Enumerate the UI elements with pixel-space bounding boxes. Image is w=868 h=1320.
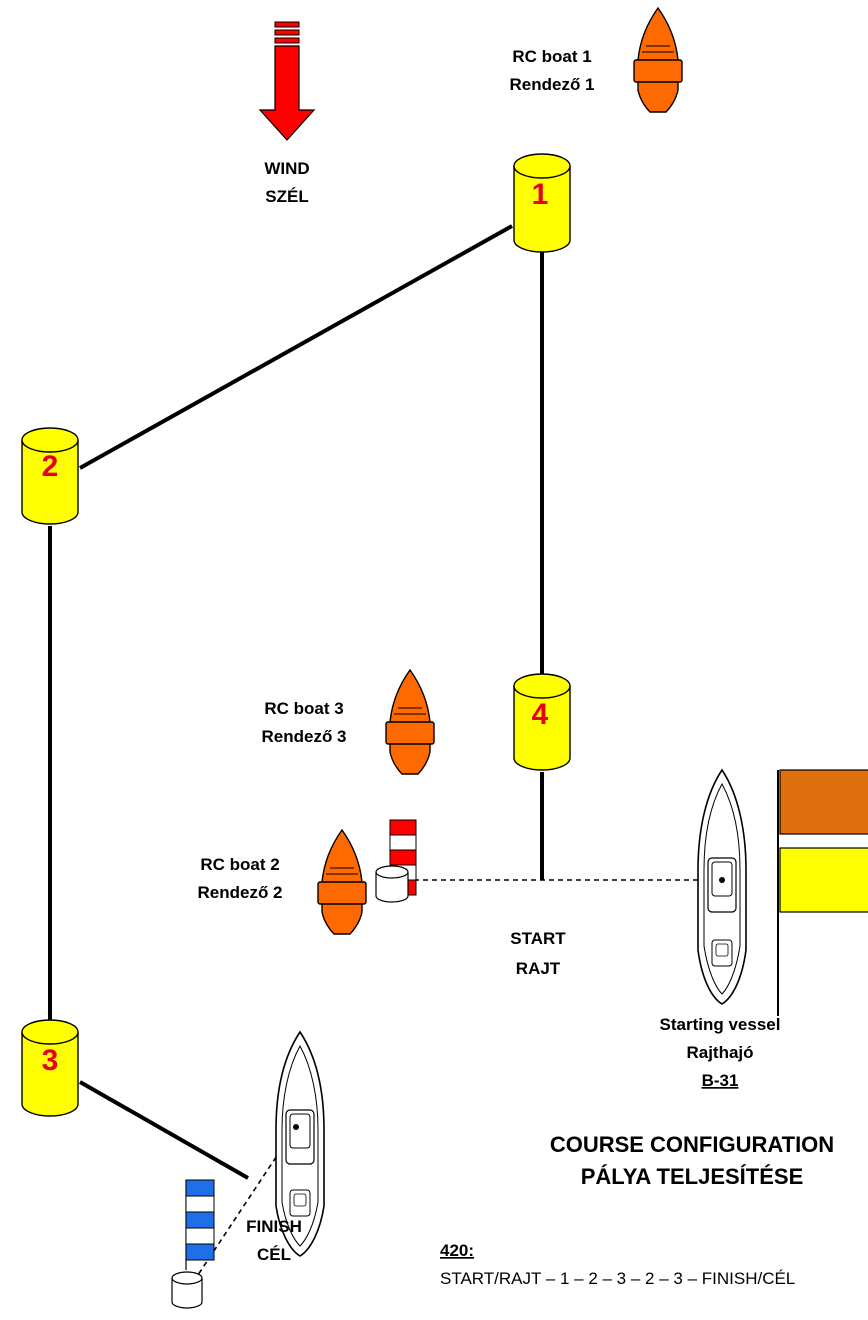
rc-boat-2-icon (317, 828, 367, 935)
starting-vessel-icon (697, 768, 747, 1005)
leg-3-finish (79, 1080, 249, 1180)
finish-label: FINISH (246, 1217, 302, 1236)
finish-pin-flag-icon (171, 1179, 215, 1309)
start-label: START (510, 929, 566, 948)
rc-boat-3-label: RC boat 3 (264, 699, 343, 718)
mark-1-buoy-icon (513, 153, 571, 253)
rc-boat-3-icon (385, 668, 435, 775)
leg-1-2 (79, 224, 513, 470)
start-label-hu: RAJT (516, 959, 561, 978)
course-title: COURSE CONFIGURATION (550, 1132, 834, 1157)
mark-1-number: 1 (532, 178, 549, 211)
rc-boat-1-label-hu: Rendező 1 (509, 75, 594, 94)
rc-boat-1-icon (633, 6, 683, 113)
start-pin-flag-icon (375, 819, 417, 903)
wind-label: WIND (264, 159, 309, 178)
class-420-route: START/RAJT – 1 – 2 – 3 – 2 – 3 – FINISH/… (440, 1269, 795, 1288)
rc-boat-2-label-hu: Rendező 2 (197, 883, 282, 902)
wind-arrow-icon (258, 21, 316, 141)
rc-boat-3-label-hu: Rendező 3 (261, 727, 346, 746)
mark-2-buoy-icon (21, 427, 79, 525)
mark-3-buoy-icon (21, 1019, 79, 1117)
mark-3-number: 3 (42, 1044, 59, 1077)
mark-4-number: 4 (532, 698, 549, 731)
mark-4-buoy-icon (513, 673, 571, 771)
finish-label-hu: CÉL (257, 1245, 291, 1264)
mark-2-number: 2 (42, 450, 59, 483)
starting-vessel-label: Starting vessel (660, 1015, 781, 1034)
committee-flags-icon (777, 769, 868, 1016)
course-title-hu: PÁLYA TELJESÍTÉSE (581, 1164, 804, 1189)
rc-boat-1-label: RC boat 1 (512, 47, 591, 66)
starting-vessel-id: B-31 (702, 1071, 739, 1090)
starting-vessel-label-hu: Rajthajó (686, 1043, 753, 1062)
rc-boat-2-label: RC boat 2 (200, 855, 279, 874)
class-420-heading: 420: (440, 1241, 474, 1260)
finish-boat-icon (275, 1030, 325, 1257)
wind-label-hu: SZÉL (265, 187, 308, 206)
